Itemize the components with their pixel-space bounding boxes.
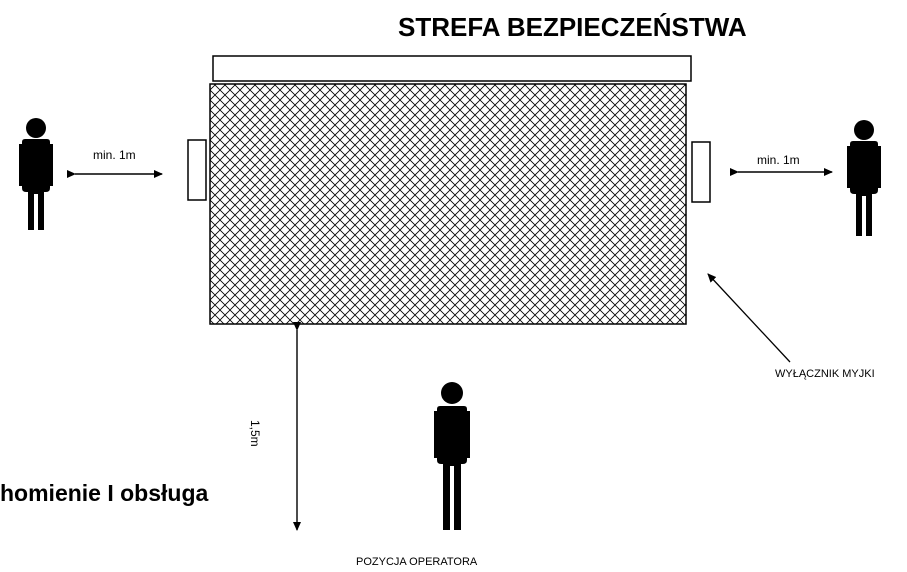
switch-label: WYŁĄCZNIK MYJKI (775, 368, 875, 380)
operator-position-label: POZYCJA OPERATORA (356, 556, 478, 568)
side-heading: homienie I obsługa (0, 480, 209, 506)
machine-body (209, 83, 687, 325)
person-icon (434, 382, 470, 530)
left-side-panel (187, 139, 207, 201)
right-side-panel (691, 141, 711, 203)
page-title: STREFA BEZPIECZEŃSTWA (398, 12, 747, 42)
right-distance-label: min. 1m (757, 153, 800, 167)
switch-pointer-arrow-icon (707, 273, 791, 363)
front-distance-label: 1,5m (248, 420, 262, 447)
left-distance-label: min. 1m (93, 148, 136, 162)
machine-top-bar (212, 55, 692, 82)
person-icon (847, 120, 881, 236)
person-icon (19, 118, 53, 230)
